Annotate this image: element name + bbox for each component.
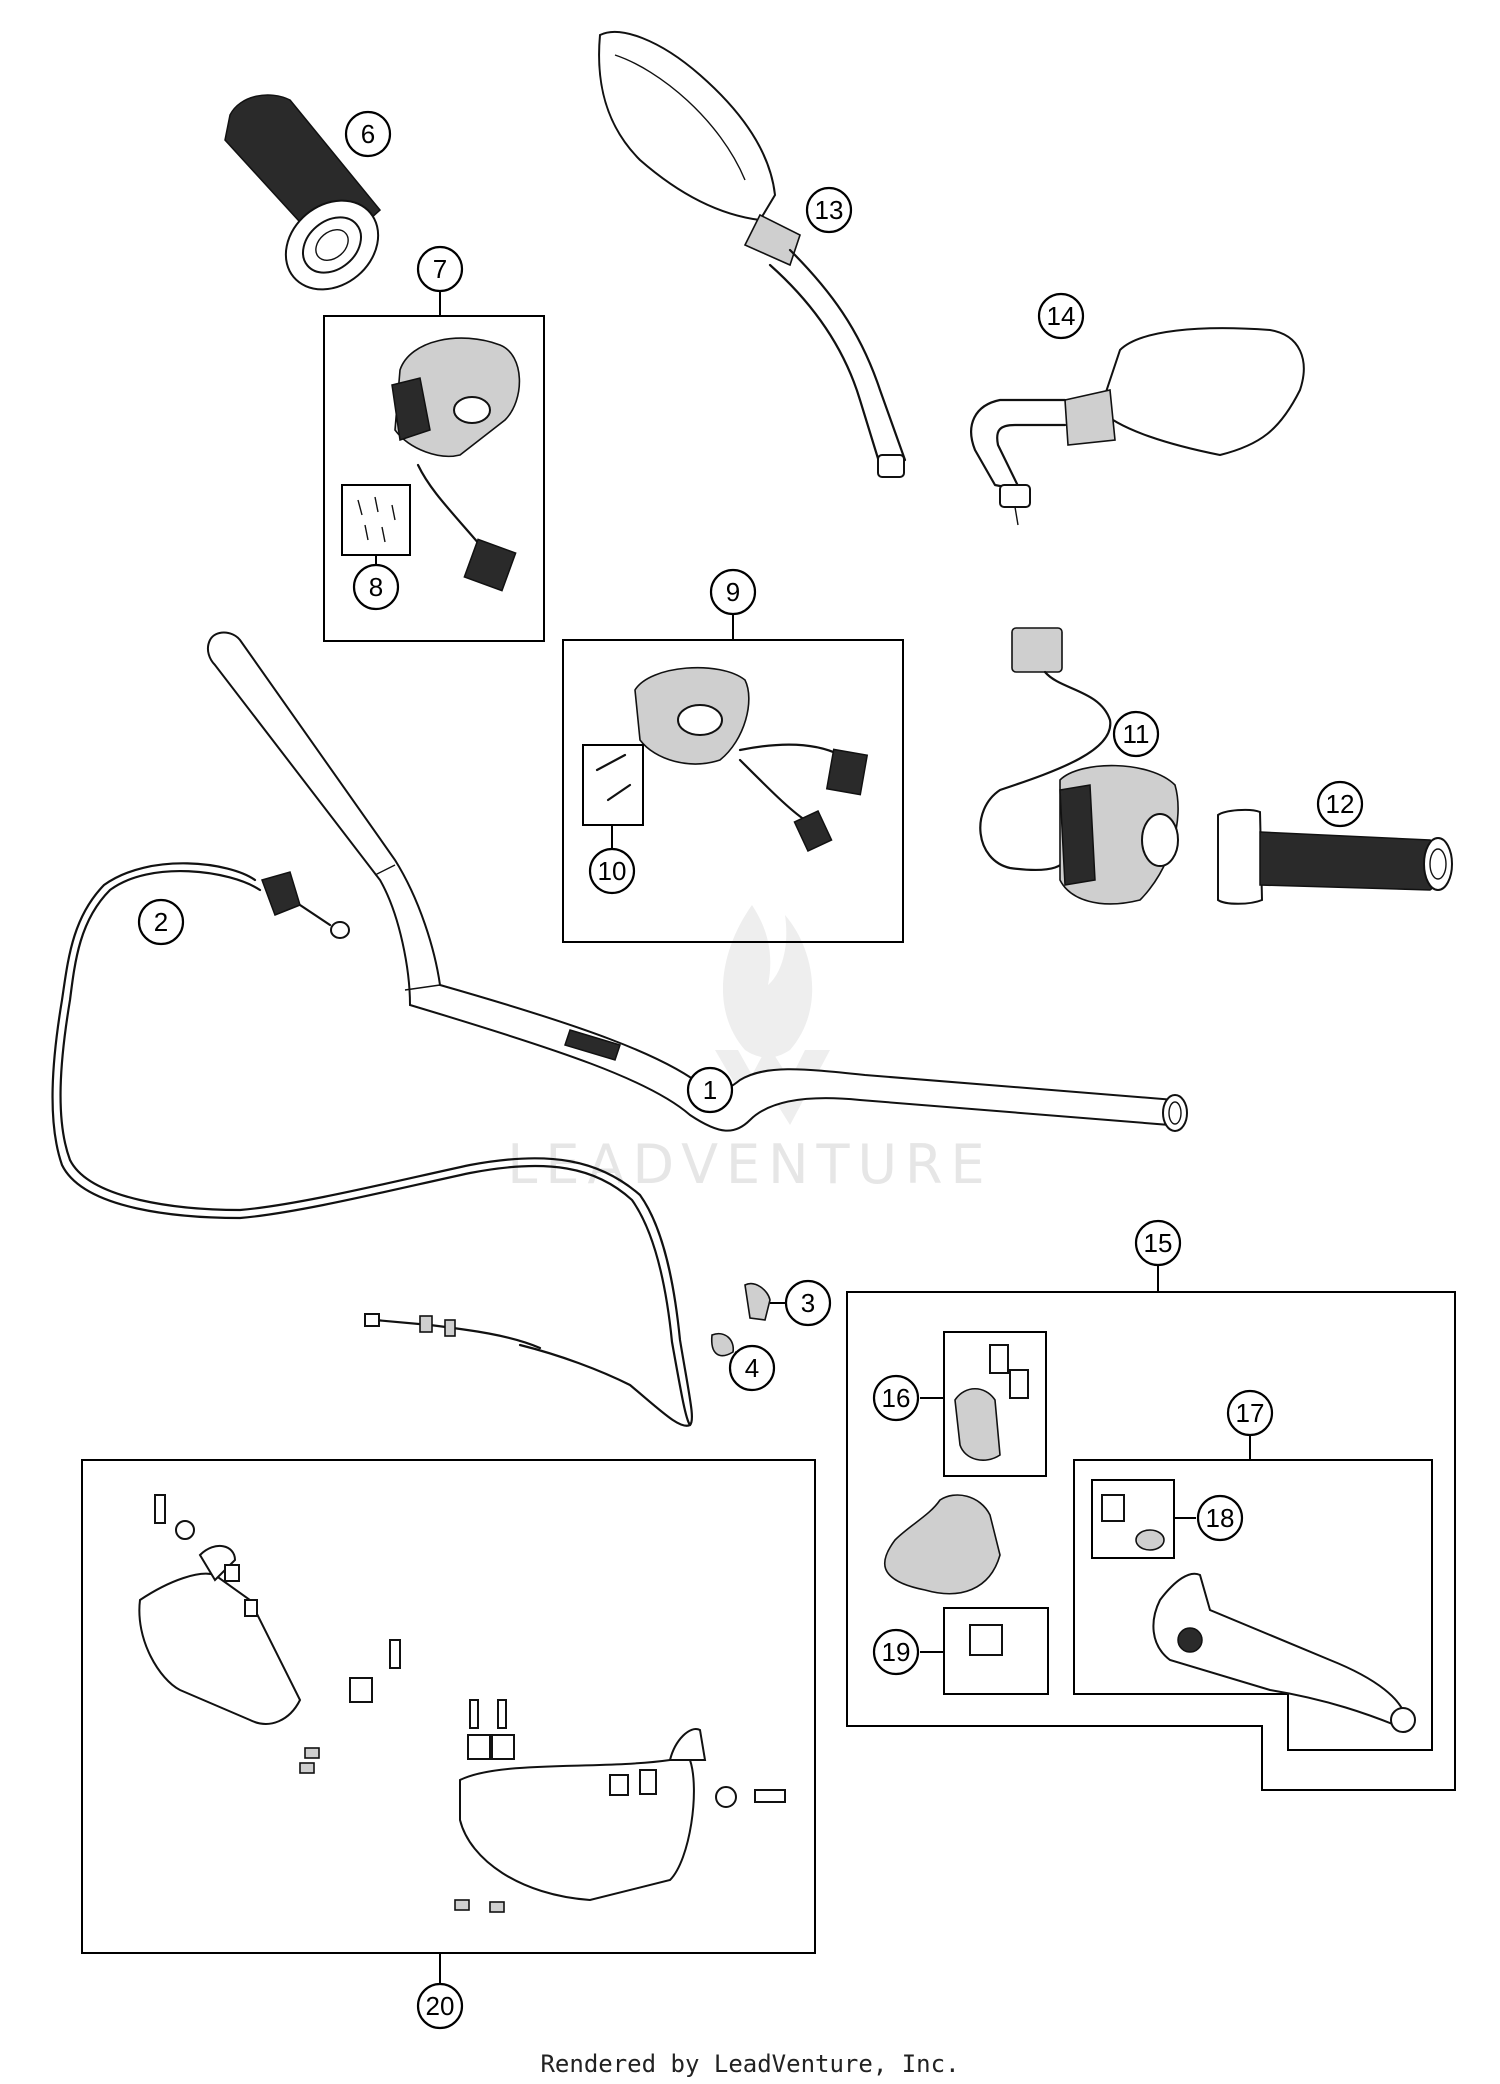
footer-credit: Rendered by LeadVenture, Inc.	[540, 2050, 960, 2078]
svg-text:16: 16	[882, 1383, 911, 1413]
callout-19: 19	[872, 1628, 920, 1676]
callout-14: 14	[1037, 292, 1085, 340]
svg-text:18: 18	[1206, 1503, 1235, 1533]
svg-text:9: 9	[726, 577, 740, 607]
svg-text:1: 1	[703, 1075, 717, 1105]
hand-guard-assembly	[81, 1459, 816, 1983]
svg-text:7: 7	[433, 254, 447, 284]
callout-16: 16	[872, 1374, 920, 1422]
svg-text:17: 17	[1236, 1398, 1265, 1428]
right-mirror-part	[970, 327, 1305, 526]
svg-text:4: 4	[745, 1353, 759, 1383]
callout-8: 8	[352, 563, 400, 611]
callout-10: 10	[588, 847, 636, 895]
callout-3: 3	[784, 1279, 832, 1327]
svg-text:11: 11	[1123, 719, 1150, 749]
callout-2: 2	[137, 898, 185, 946]
svg-text:15: 15	[1144, 1228, 1173, 1258]
callout-18: 18	[1196, 1494, 1244, 1542]
svg-text:10: 10	[598, 856, 627, 886]
callout-4: 4	[728, 1344, 776, 1392]
callout-20: 20	[416, 1982, 464, 2030]
svg-text:19: 19	[882, 1637, 911, 1667]
callout-15: 15	[1134, 1219, 1182, 1267]
svg-text:6: 6	[361, 119, 375, 149]
svg-text:8: 8	[369, 572, 383, 602]
callout-17: 17	[1226, 1389, 1274, 1437]
left-mirror-part	[598, 30, 907, 478]
handlebar-part	[206, 631, 1188, 1132]
left-switch-assembly	[323, 292, 545, 642]
lever-assembly-box	[846, 1266, 1456, 1791]
callout-6: 6	[344, 110, 392, 158]
callout-12: 12	[1316, 780, 1364, 828]
callout-9: 9	[709, 568, 757, 616]
cable-part	[51, 862, 694, 1427]
callout-13: 13	[805, 186, 853, 234]
svg-text:3: 3	[801, 1288, 815, 1318]
svg-text:2: 2	[154, 907, 168, 937]
callout-1: 1	[686, 1066, 734, 1114]
right-switch-part	[979, 627, 1179, 905]
right-switch-assembly	[562, 615, 904, 943]
left-grip-part	[224, 94, 382, 291]
svg-text:12: 12	[1326, 789, 1355, 819]
right-grip-part	[1217, 808, 1453, 905]
svg-text:14: 14	[1047, 301, 1076, 331]
callout-7: 7	[416, 245, 464, 293]
svg-text:20: 20	[426, 1991, 455, 2021]
adjuster-cable-part	[364, 1282, 788, 1361]
callout-11: 11	[1112, 710, 1160, 758]
svg-text:13: 13	[815, 195, 844, 225]
